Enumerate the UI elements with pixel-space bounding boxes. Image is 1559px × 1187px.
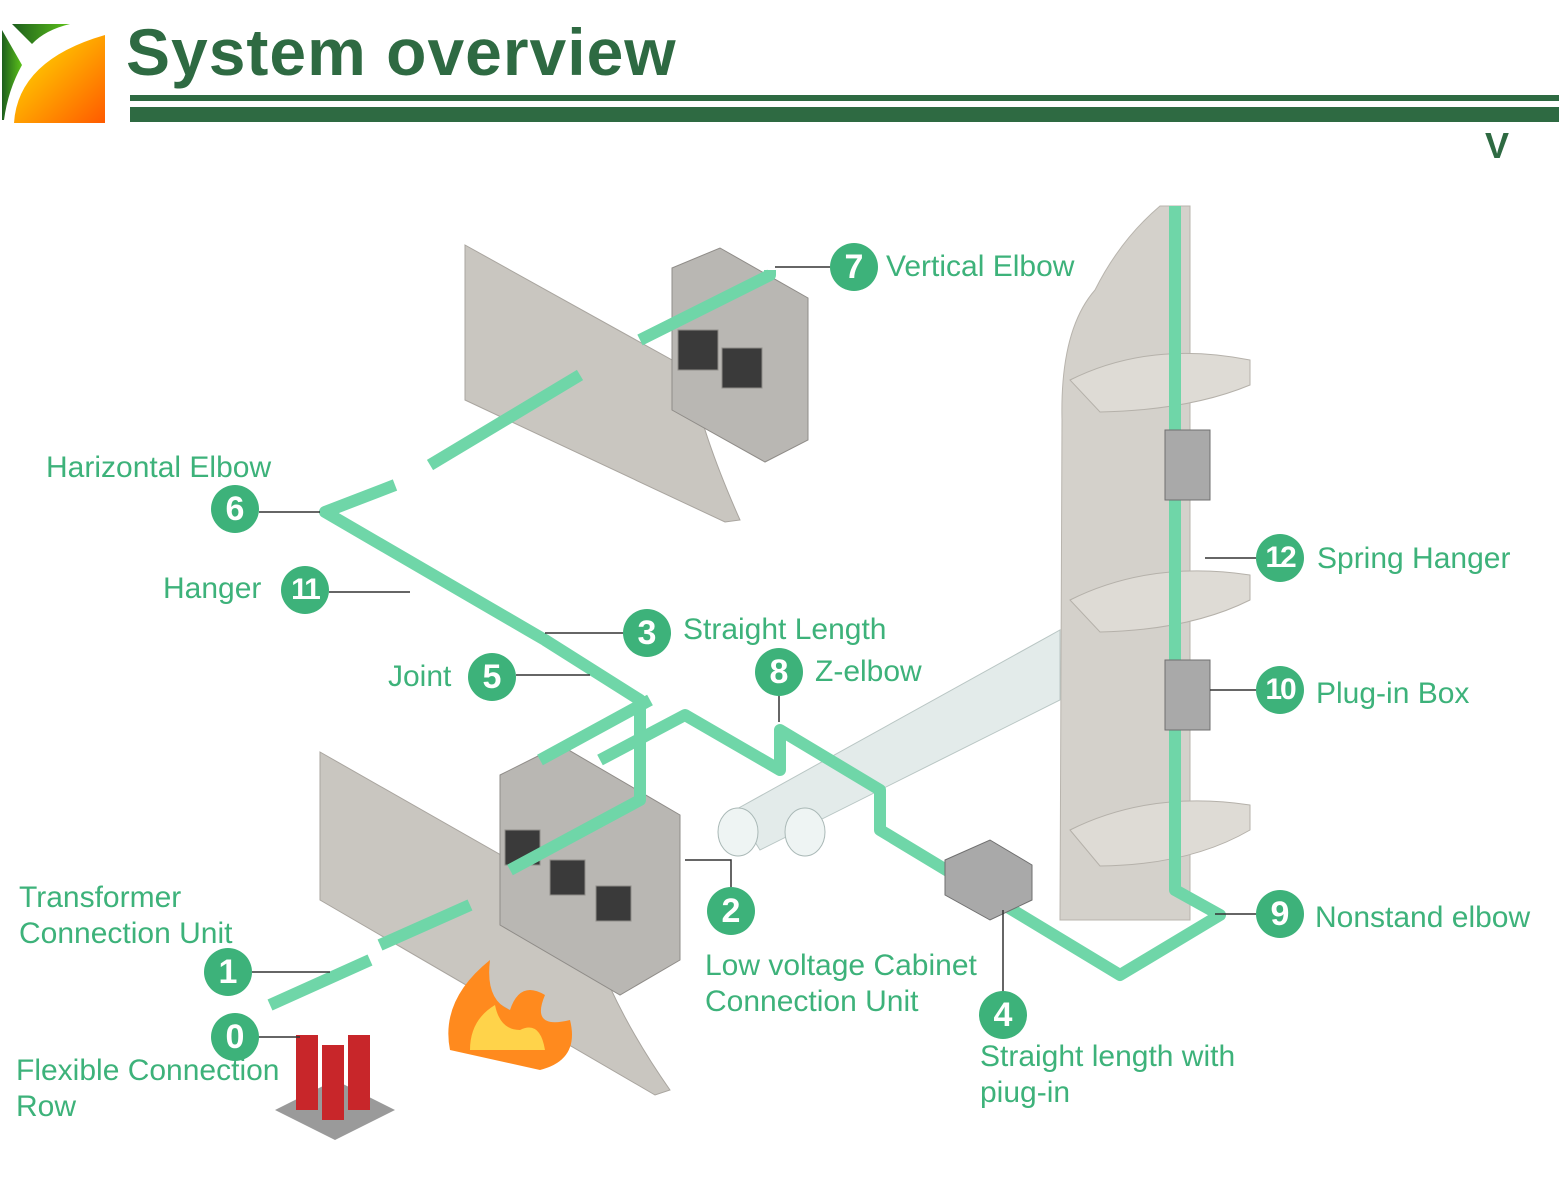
callout-number-3: 3 bbox=[623, 609, 671, 657]
leader-lines bbox=[252, 266, 1256, 1038]
callout-label-12: Spring Hanger bbox=[1317, 542, 1511, 575]
callout-number-2: 2 bbox=[707, 887, 755, 935]
floor-slabs bbox=[1069, 352, 1251, 867]
corner-mark: V bbox=[1485, 125, 1510, 166]
label-line: Low voltage Cabinet bbox=[705, 949, 977, 982]
label-line: Row bbox=[16, 1090, 77, 1123]
callout-number-4: 4 bbox=[979, 991, 1027, 1039]
callout-label-7: Vertical Elbow bbox=[886, 250, 1075, 283]
transformer bbox=[275, 1035, 395, 1140]
callout-label-6: Harizontal Elbow bbox=[46, 451, 272, 484]
title-rule-thick bbox=[130, 107, 1559, 122]
callout-number-6: 6 bbox=[211, 485, 259, 533]
pipes bbox=[717, 629, 1061, 857]
callout-label-3: Straight Length bbox=[683, 613, 887, 646]
company-logo bbox=[2, 24, 105, 123]
title-rule-thin bbox=[130, 95, 1559, 101]
callout-label-9: Nonstand elbow bbox=[1315, 901, 1531, 934]
callout-label-5: Joint bbox=[388, 660, 452, 693]
busway-run bbox=[267, 206, 1226, 1011]
callout-number-10: 10 bbox=[1256, 666, 1304, 714]
callout-number-5: 5 bbox=[468, 653, 516, 701]
callout-number-7: 7 bbox=[830, 243, 878, 291]
callout-number-9: 9 bbox=[1256, 890, 1304, 938]
label-line: Connection Unit bbox=[705, 985, 919, 1018]
callout-number-1: 1 bbox=[204, 948, 252, 996]
fire-icon bbox=[448, 960, 572, 1070]
label-line: Transformer bbox=[19, 881, 182, 914]
label-line: piug-in bbox=[980, 1076, 1071, 1109]
callout-label-11: Hanger bbox=[163, 572, 262, 605]
callout-number-0: 0 bbox=[211, 1013, 259, 1061]
callout-label-8: Z-elbow bbox=[815, 655, 922, 688]
plug-in-boxes bbox=[944, 429, 1211, 921]
callout-label-10: Plug-in Box bbox=[1316, 677, 1470, 710]
callout-number-8: 8 bbox=[755, 648, 803, 696]
callout-number-11: 11 bbox=[281, 566, 329, 614]
label-line: Flexible Connection bbox=[16, 1054, 280, 1087]
page-title: System overview bbox=[126, 15, 677, 89]
label-line: Straight length with bbox=[980, 1040, 1236, 1073]
callout-number-12: 12 bbox=[1256, 534, 1304, 582]
label-line: Connection Unit bbox=[19, 917, 233, 950]
